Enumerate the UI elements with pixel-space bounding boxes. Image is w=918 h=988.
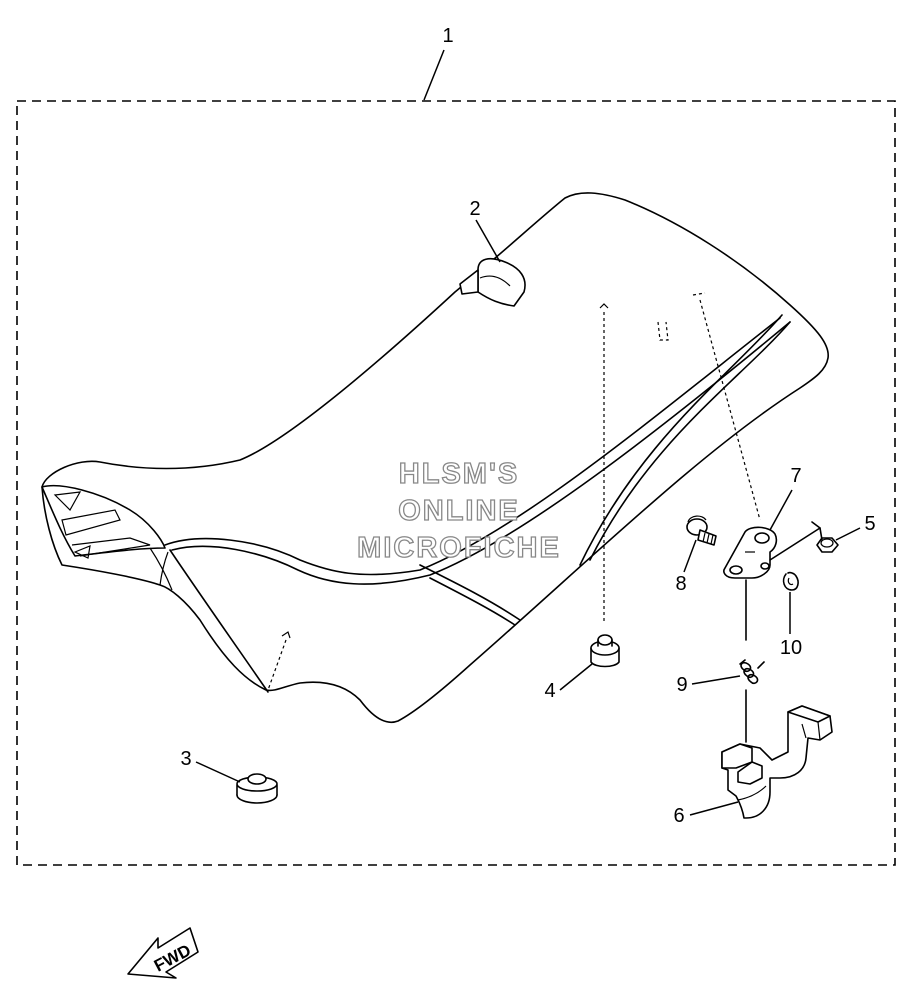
watermark-line-3: MICROFICHE [357,532,561,564]
callout-5-label: 5 [864,513,875,535]
callout-7: 7 [769,465,802,531]
seat [41,192,829,723]
seat-strap-bracket [459,257,526,307]
watermark: HLSM'S ONLINE MICROFICHE [357,457,561,564]
callout-1: 1 [423,25,454,101]
callout-10: 10 [780,592,802,659]
assembly-boundary [16,100,896,866]
callout-4: 4 [544,663,593,702]
callout-10-label: 10 [780,637,802,659]
callout-1-label: 1 [442,25,453,47]
nut [816,537,839,553]
seat-damper-front [236,773,278,804]
watermark-line-1: HLSM'S [399,458,519,490]
seat-lock [721,705,833,819]
circlip [782,571,799,591]
spring [739,659,765,685]
callout-7-label: 7 [790,465,801,487]
callout-6: 6 [673,801,739,827]
seat-damper-rear [590,634,620,668]
callout-2-label: 2 [469,198,480,220]
lock-bracket [723,526,778,579]
callout-4-label: 4 [544,680,555,702]
callout-3: 3 [180,748,241,783]
watermark-line-2: ONLINE [398,495,520,527]
callout-9: 9 [676,674,741,696]
bolt [686,515,717,546]
callout-8-label: 8 [675,573,686,595]
callout-9-label: 9 [676,674,687,696]
callout-5: 5 [835,513,876,541]
callout-6-label: 6 [673,805,684,827]
forward-arrow-icon: FWD [127,927,199,979]
callout-2: 2 [469,198,501,263]
callout-8: 8 [675,539,697,595]
callout-3-label: 3 [180,748,191,770]
